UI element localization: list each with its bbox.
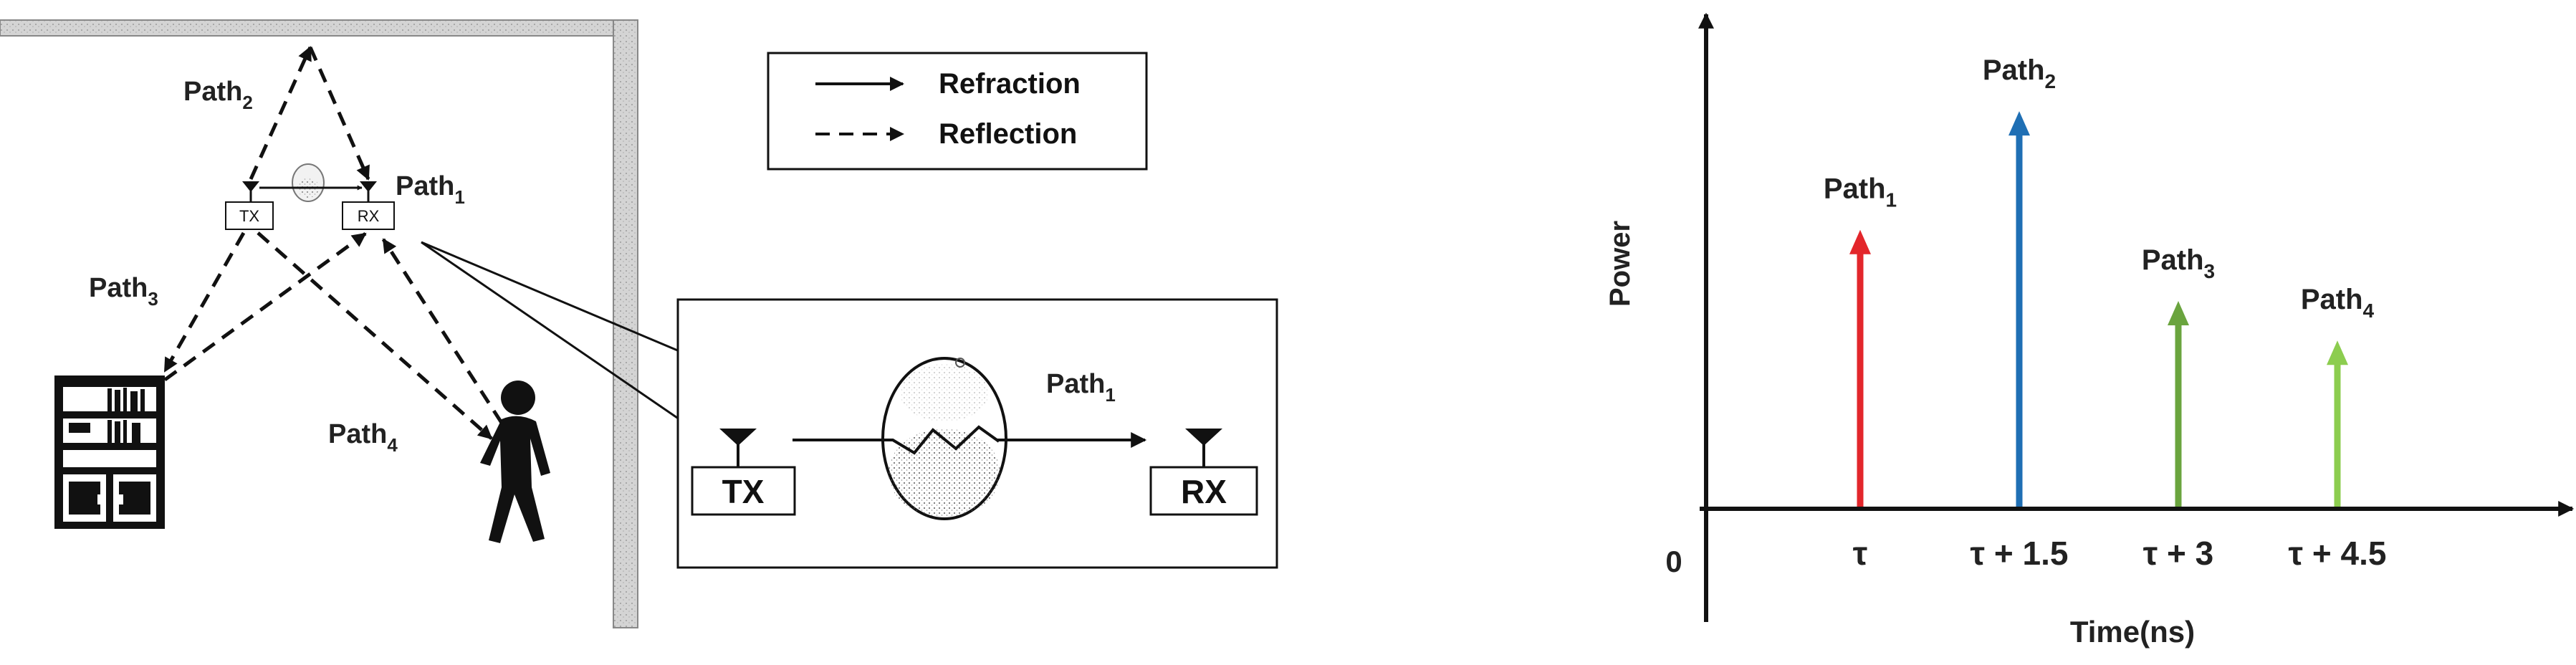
zoom-connector	[421, 241, 680, 421]
legend-reflection-label: Reflection	[939, 118, 1077, 150]
path3-arrows	[163, 231, 367, 382]
legend-refraction-label: Refraction	[939, 68, 1081, 100]
x-tick-label-2: τ + 1.5	[1971, 535, 2069, 572]
chart-marks: τ Path1 τ + 1.5 Path2 τ + 3 Path3 τ + 4.5 Path4	[1824, 54, 2387, 572]
origin-label: 0	[1665, 545, 1682, 578]
zoom-rx-label: RX	[1181, 473, 1227, 510]
zoom-detail-box: TX RX Path1	[676, 298, 1278, 569]
scene-path4-label: Path4	[328, 419, 398, 456]
impulse-label-3: Path3	[2142, 244, 2215, 282]
bookshelf-icon	[54, 375, 165, 529]
power-delay-chart: Power Time(ns) 0 τ Path1 τ + 1.5 Path2 τ + 3…	[1604, 12, 2575, 649]
path4-arrows	[257, 231, 504, 440]
small-egg-icon	[292, 163, 325, 202]
y-axis-label: Power	[1604, 221, 1636, 307]
zoom-tx-label: TX	[722, 473, 765, 510]
scene-path1-label: Path1	[396, 171, 465, 208]
x-tick-label-3: τ + 3	[2143, 535, 2214, 572]
zoom-tx-device: TX	[691, 429, 796, 516]
x-tick-label-4: τ + 4.5	[2289, 535, 2387, 572]
scene-path2-label: Path2	[183, 77, 253, 113]
impulse-arrowhead-2	[2008, 111, 2030, 136]
impulse-arrowhead-1	[1849, 229, 1871, 254]
person-icon	[480, 381, 550, 543]
impulse-arrowhead-4	[2327, 340, 2348, 365]
impulse-arrowhead-3	[2168, 301, 2189, 326]
path2-arrows	[249, 46, 370, 181]
zoom-rx-device: RX	[1149, 429, 1258, 516]
scene-path3-label: Path3	[89, 273, 158, 310]
zoom-refraction-path	[793, 425, 1000, 455]
ceiling-wall	[0, 19, 638, 37]
tx-device: TX	[225, 181, 274, 230]
rx-device: RX	[342, 181, 395, 230]
legend-box: Refraction Reflection	[767, 52, 1148, 171]
impulse-label-4: Path4	[2301, 284, 2375, 322]
impulse-label-1: Path1	[1824, 173, 1897, 211]
indoor-scene: TX RX	[0, 19, 638, 628]
rx-label: RX	[358, 207, 380, 225]
x-axis-label: Time(ns)	[2070, 615, 2195, 649]
tx-label: TX	[239, 207, 259, 225]
impulse-label-2: Path2	[1983, 54, 2056, 92]
x-tick-label-1: τ	[1853, 535, 1868, 572]
zoom-path1-label: Path1	[1046, 369, 1116, 406]
